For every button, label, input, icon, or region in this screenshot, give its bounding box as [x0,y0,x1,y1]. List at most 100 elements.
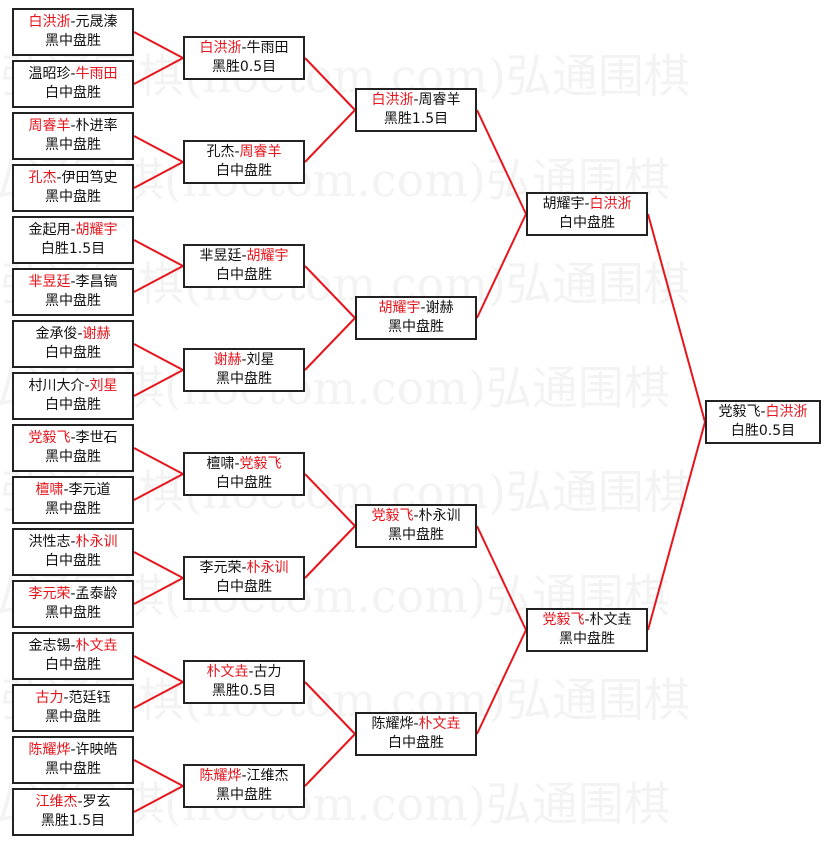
match-result: 黑胜0.5目 [211,59,277,75]
match-players: 村川大介-刘星 [14,377,132,396]
separator: - [70,534,76,550]
match-result: 黑中盘胜 [559,631,615,647]
player-black: 江维杰 [35,794,78,810]
separator: - [70,274,76,290]
match-result: 黑中盘胜 [45,709,101,725]
match-result: 黑中盘胜 [45,605,101,621]
player-black: 朴文垚 [206,664,249,680]
match-result: 黑中盘胜 [45,761,101,777]
player-white: 牛雨田 [246,40,289,56]
separator: - [77,794,83,810]
bracket-connector [476,629,527,735]
bracket-connector [133,577,184,605]
bracket-connector [133,785,184,813]
separator: - [84,378,90,394]
match-result: 白中盘胜 [45,85,101,101]
separator: - [234,456,240,472]
player-black: 陈耀烨 [199,768,242,784]
separator: - [413,508,419,524]
bracket-connector [304,265,356,319]
separator: - [70,638,76,654]
match-result: 白中盘胜 [388,735,444,751]
bracket-connector [304,733,356,787]
match-players: 檀啸-党毅飞 [185,455,303,474]
match-players: 芈昱廷-胡耀宇 [185,247,303,266]
match-box-round1: 党毅飞-李世石黑中盘胜 [12,424,134,472]
match-box-round1: 白洪浙-元晟溱黑中盘胜 [12,8,134,56]
separator: - [70,118,76,134]
player-black: 谢赫 [213,352,242,368]
player-white: 李世石 [75,430,118,446]
player-white: 朴永训 [75,534,118,550]
separator: - [584,612,590,628]
player-white: 朴文垚 [589,612,632,628]
match-players: 江维杰-罗玄 [14,793,132,812]
match-players: 谢赫-刘星 [185,351,303,370]
match-box-round1: 李元荣-孟泰龄黑中盘胜 [12,580,134,628]
separator: - [413,716,419,732]
match-box-round1: 古力-范廷钰黑中盘胜 [12,684,134,732]
player-white: 牛雨田 [75,66,118,82]
player-white: 江维杰 [246,768,289,784]
separator: - [63,690,69,706]
match-players: 李元荣-朴永训 [185,559,303,578]
separator: - [241,560,247,576]
player-white: 周睿羊 [239,144,282,160]
match-box-round1: 孔杰-伊田笃史黑中盘胜 [12,164,134,212]
match-players: 白洪浙-周睿羊 [357,91,475,110]
player-black: 党毅飞 [718,404,761,420]
player-black: 芈昱廷 [199,248,242,264]
separator: - [70,586,76,602]
match-players: 金志锡-朴文垚 [14,637,132,656]
player-black: 陈耀烨 [371,716,414,732]
match-box-round2: 谢赫-刘星黑中盘胜 [183,348,305,392]
match-result: 白中盘胜 [216,163,272,179]
player-white: 刘星 [89,378,118,394]
match-result: 白中盘胜 [45,397,101,413]
match-players: 李元荣-孟泰龄 [14,585,132,604]
player-black: 胡耀宇 [542,196,585,212]
match-result: 白中盘胜 [559,215,615,231]
separator: - [241,40,247,56]
match-result: 黑中盘胜 [45,293,101,309]
bracket-connector [133,343,184,371]
match-result: 黑中盘胜 [45,137,101,153]
player-black: 洪性志 [28,534,71,550]
match-box-round2: 朴文垚-古力黑胜0.5目 [183,660,305,704]
player-black: 党毅飞 [371,508,414,524]
separator: - [241,352,247,368]
match-result: 白胜1.5目 [40,241,106,257]
bracket-connector [304,525,356,579]
bracket-connector [133,369,184,397]
match-players: 陈耀烨-朴文垚 [357,715,475,734]
match-result: 白中盘胜 [45,553,101,569]
player-black: 李元荣 [28,586,71,602]
player-black: 芈昱廷 [28,274,71,290]
player-black: 村川大介 [28,378,85,394]
player-black: 党毅飞 [542,612,585,628]
bracket-connector [647,213,706,423]
player-black: 胡耀宇 [378,300,421,316]
match-players: 党毅飞-李世石 [14,429,132,448]
bracket-connector [133,447,184,475]
player-white: 古力 [253,664,282,680]
player-white: 朴永训 [418,508,461,524]
match-players: 胡耀宇-谢赫 [357,299,475,318]
player-black: 檀啸 [206,456,235,472]
player-white: 伊田笃史 [61,170,118,186]
match-box-round2: 芈昱廷-胡耀宇白中盘胜 [183,244,305,288]
match-result: 黑中盘胜 [45,189,101,205]
match-box-round2: 孔杰-周睿羊白中盘胜 [183,140,305,184]
bracket-connector [133,473,184,501]
match-box-round1: 金起用-胡耀宇白胜1.5目 [12,216,134,264]
match-players: 胡耀宇-白洪浙 [528,195,646,214]
player-white: 许映皓 [75,742,118,758]
player-white: 范廷钰 [68,690,111,706]
player-black: 陈耀烨 [28,742,71,758]
match-box-round1: 金承俊-谢赫白中盘胜 [12,320,134,368]
match-result: 黑胜1.5目 [383,111,449,127]
match-result: 黑中盘胜 [45,33,101,49]
player-white: 党毅飞 [239,456,282,472]
match-box-round2: 陈耀烨-江维杰黑中盘胜 [183,764,305,808]
bracket-connector [304,681,356,735]
